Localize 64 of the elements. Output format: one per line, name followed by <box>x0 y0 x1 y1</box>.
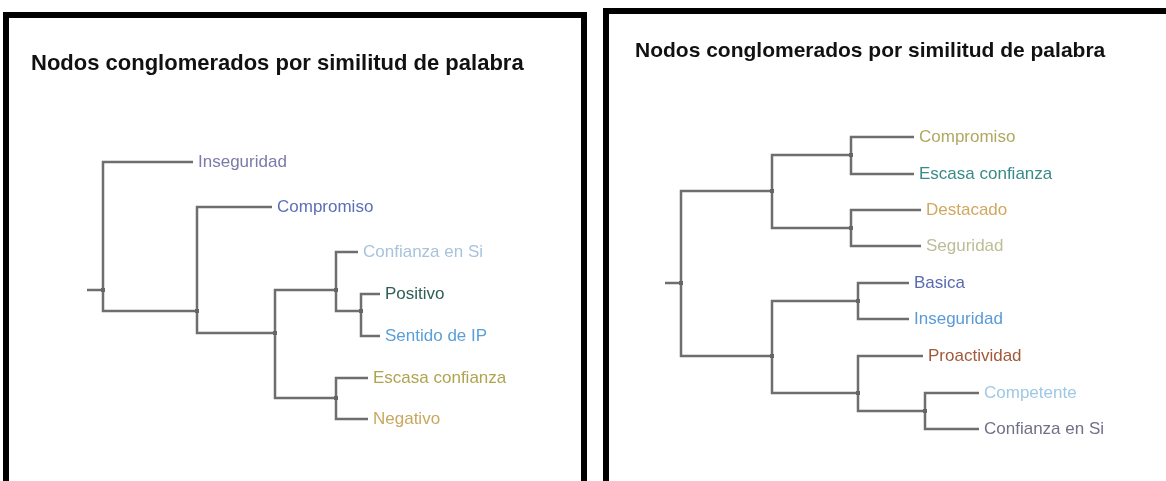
cluster-leaf-label: Sentido de IP <box>380 326 488 346</box>
dendrogram-branch <box>359 311 380 338</box>
branch-point <box>273 331 277 335</box>
cluster-leaf-label: Escasa confianza <box>368 368 507 388</box>
cluster-leaf-label: Basica <box>909 273 966 293</box>
dendrogram-branch <box>679 283 770 358</box>
cluster-leaf-label: Seguridad <box>921 236 1004 256</box>
branch-point <box>770 354 774 358</box>
branch-point <box>770 189 774 193</box>
dendrogram-branch <box>849 155 914 176</box>
dendrogram-branch <box>334 398 368 421</box>
dendrogram-branch <box>334 290 359 313</box>
dendrogram-branch <box>770 356 856 395</box>
cluster-leaf-label: Compromiso <box>914 127 1016 147</box>
dendrogram-branch <box>856 301 909 321</box>
dendrogram-branch <box>856 393 923 413</box>
dendrogram-branch <box>334 250 358 290</box>
dendrogram-branch <box>101 160 193 290</box>
dendrogram-branch <box>770 191 849 230</box>
dendrogram-branch <box>856 281 909 301</box>
cluster-leaf-label: Confianza en Si <box>358 242 484 262</box>
dendrogram-branch <box>770 299 856 356</box>
branch-point <box>849 226 853 230</box>
dendrogram-branch <box>849 228 921 248</box>
cluster-leaf-label: Competente <box>979 383 1077 403</box>
branch-point <box>849 153 853 157</box>
panel-frame <box>3 12 587 481</box>
dendrogram-branch <box>334 376 368 398</box>
cluster-leaf-label: Compromiso <box>272 197 374 217</box>
branch-point <box>856 299 860 303</box>
dendrogram-branch <box>665 281 679 285</box>
dendrogram-branch <box>923 411 979 431</box>
panel-frame <box>603 8 1166 481</box>
branch-point <box>359 309 363 313</box>
dendrogram-branch <box>679 189 770 283</box>
branch-point <box>856 391 860 395</box>
cluster-leaf-label: Destacado <box>921 200 1008 220</box>
dendrogram-branch <box>856 354 923 393</box>
dendrogram-branch <box>273 333 334 400</box>
cluster-leaf-label: Inseguridad <box>909 309 1003 329</box>
cluster-leaf-label: Negativo <box>368 409 441 429</box>
dendrogram-branch <box>923 391 979 411</box>
cluster-leaf-label: Inseguridad <box>193 152 287 172</box>
dendrogram-branch <box>195 311 273 335</box>
cluster-leaf-label: Confianza en Si <box>979 419 1105 439</box>
branch-point <box>334 396 338 400</box>
cluster-leaf-label: Proactividad <box>923 346 1022 366</box>
dendrogram-branch <box>101 290 195 313</box>
panel-title: Nodos conglomerados por similitud de palabra <box>31 50 524 76</box>
dendrogram-branch <box>359 292 380 311</box>
branch-point <box>101 288 105 292</box>
dendrogram-branch <box>849 208 921 228</box>
cluster-leaf-label: Escasa confianza <box>914 164 1053 184</box>
branch-point <box>334 288 338 292</box>
dendrogram-branch <box>273 288 334 333</box>
branch-point <box>923 409 927 413</box>
cluster-leaf-label: Positivo <box>380 284 445 304</box>
dendrogram-branch <box>195 205 272 311</box>
dendrogram-branch <box>770 153 849 191</box>
dendrogram-branch <box>87 288 101 292</box>
panel-title: Nodos conglomerados por similitud de palabra <box>635 38 1106 62</box>
dendrogram-branch <box>849 135 914 155</box>
branch-point <box>679 281 683 285</box>
branch-point <box>195 309 199 313</box>
